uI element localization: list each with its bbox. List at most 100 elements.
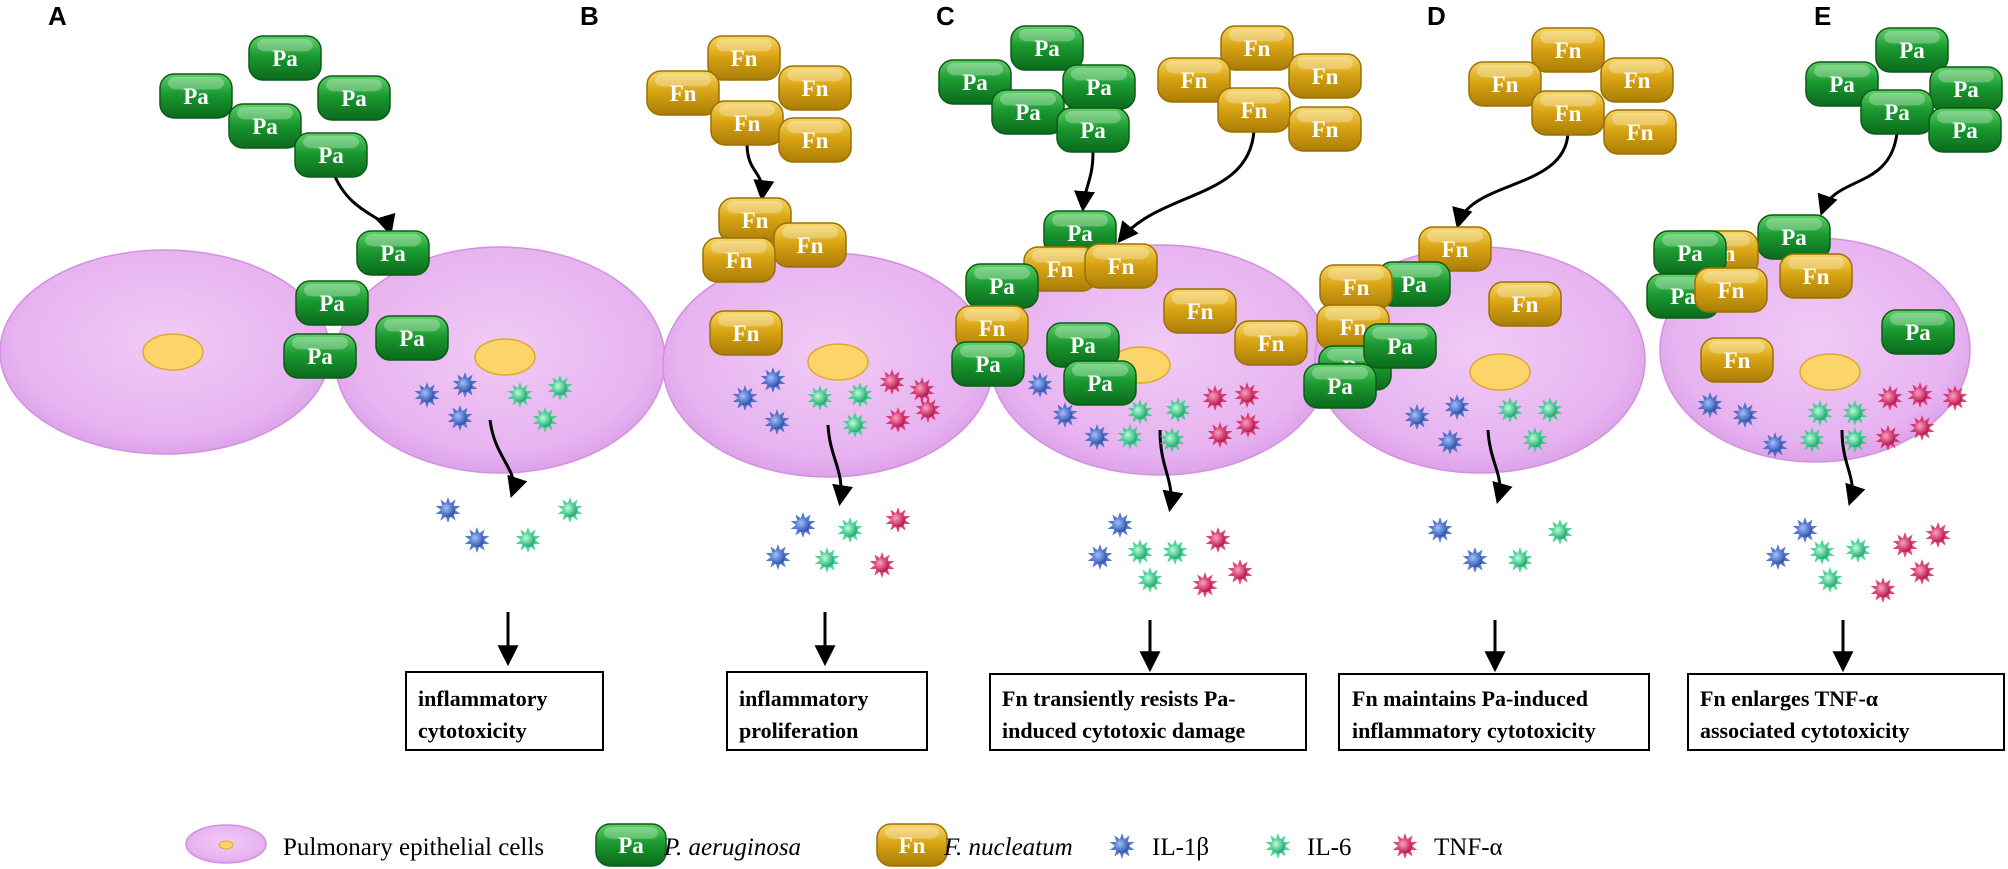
il1b-cytokine: [1792, 517, 1818, 543]
il6-cytokine: [1507, 547, 1533, 573]
bacterium-label: Fn: [1718, 278, 1745, 303]
pa-bacterium: Pa: [356, 230, 430, 276]
bacterium-label: Pa: [1781, 225, 1807, 250]
nucleus: [474, 338, 536, 376]
panel-letter-d: D: [1427, 1, 1446, 31]
tnfa-cytokine: [1202, 385, 1228, 411]
il1b-cytokine: [1107, 512, 1133, 538]
il6-cytokine: [1537, 397, 1563, 423]
bacterium-label: Pa: [318, 143, 344, 168]
pa-bacterium: Pa: [1063, 360, 1137, 406]
il6-cytokine: [847, 382, 873, 408]
outcome-b-line-1: inflammatory: [739, 686, 869, 711]
fn-bacterium: Fn: [1288, 53, 1362, 99]
il1b-cytokine: [1052, 402, 1078, 428]
legend-tnfa-label: TNF-α: [1434, 834, 1503, 861]
bacterium-label: Fn: [802, 128, 829, 153]
bacterium-label: Fn: [1312, 117, 1339, 142]
bacterium-label: Pa: [618, 833, 644, 858]
tnfa-cytokine: [1909, 415, 1935, 441]
pa-bacterium: Pa: [1929, 66, 2003, 112]
bacterium-label: Fn: [1555, 101, 1582, 126]
pa-bacterium: Pa: [1046, 322, 1120, 368]
il6-cytokine: [507, 382, 533, 408]
bacterium-label: Pa: [1070, 333, 1096, 358]
bacterium-label: Fn: [1442, 237, 1469, 262]
fn-bacterium: Fn: [702, 237, 776, 283]
fn-bacterium: Fn: [778, 65, 852, 111]
legend-il1b-label: IL-1β: [1152, 834, 1209, 861]
tnfa-cytokine: [885, 507, 911, 533]
bacterium-label: Fn: [1244, 36, 1271, 61]
pa-bacterium: Pa: [283, 333, 357, 379]
fn-bacterium: Fn: [1779, 253, 1853, 299]
pa-bacterium: Pa: [1010, 25, 1084, 71]
tnfa-cytokine: [1909, 559, 1935, 585]
outcome-c-line-1: Fn transiently resists Pa-: [1002, 686, 1236, 711]
bacterium-label: Pa: [1905, 320, 1931, 345]
legend-fn-name: F. nucleatum: [943, 834, 1073, 861]
bacterium-label: Pa: [272, 46, 298, 71]
bacterium-label: Fn: [1241, 98, 1268, 123]
tnfa-cytokine: [1877, 385, 1903, 411]
pa-bacterium: Pa: [375, 315, 449, 361]
fn-bacterium: Fn: [646, 70, 720, 116]
pa-bacterium: Pa: [1805, 61, 1879, 107]
il1b-cytokine: [1427, 517, 1453, 543]
bacterium-label: Fn: [802, 76, 829, 101]
pa-bacterium: Pa: [1043, 210, 1117, 256]
il6-cytokine: [1845, 537, 1871, 563]
bacterium-label: Fn: [797, 233, 824, 258]
fn-bacterium: Fn: [1488, 281, 1562, 327]
il6-cytokine: [1265, 833, 1291, 859]
outcome-e-line-2: associated cytotoxicity: [1700, 718, 1910, 743]
fn-bacterium: Fn: [1418, 226, 1492, 272]
fn-bacterium: Fn: [1603, 109, 1677, 155]
il1b-cytokine: [1444, 394, 1470, 420]
fn-bacterium: Fn: [1694, 267, 1768, 313]
il6-cytokine: [1165, 397, 1191, 423]
il1b-cytokine: [1087, 544, 1113, 570]
il1b-cytokine: [1404, 404, 1430, 430]
tnfa-cytokine: [885, 407, 911, 433]
pa-bacterium: Pa: [1928, 107, 2002, 153]
nucleus: [807, 343, 869, 381]
arrow-a-release: [488, 419, 528, 498]
bacterium-label: Pa: [1899, 38, 1925, 63]
cell-a-left: [0, 249, 331, 455]
pa-bacterium: Pa: [595, 823, 667, 867]
pa-bacterium: Pa: [1653, 230, 1727, 276]
bacterium-label: Pa: [341, 86, 367, 111]
arrow-layer: [331, 129, 1899, 673]
bacterium-label: Pa: [989, 274, 1015, 299]
bacterium-label: Fn: [1181, 68, 1208, 93]
arrow-c-release: [1158, 429, 1184, 513]
bacterium-label: Pa: [975, 352, 1001, 377]
il1b-cytokine: [1109, 833, 1135, 859]
pa-bacterium: Pa: [1875, 27, 1949, 73]
pa-bacterium: Pa: [159, 73, 233, 119]
fn-bacterium: Fn: [1157, 57, 1231, 103]
bacterium-label: Fn: [1624, 68, 1651, 93]
bacterium-label: Fn: [979, 316, 1006, 341]
pa-bacterium: Pa: [965, 263, 1039, 309]
il6-cytokine: [557, 497, 583, 523]
outcome-a-line-1: inflammatory: [418, 686, 548, 711]
bacterium-label: Pa: [1953, 77, 1979, 102]
tnfa-cytokine: [1192, 572, 1218, 598]
fn-bacterium: Fn: [1600, 57, 1674, 103]
bacterium-label: Fn: [1312, 64, 1339, 89]
il1b-cytokine: [452, 372, 478, 398]
fn-bacterium: Fn: [1220, 25, 1294, 71]
il1b-cytokine: [1697, 392, 1723, 418]
il6-cytokine: [547, 375, 573, 401]
bacterium-label: Fn: [733, 321, 760, 346]
pa-bacterium: Pa: [1377, 261, 1451, 307]
il6-cytokine: [814, 547, 840, 573]
tnfa-cytokine: [879, 369, 905, 395]
il1b-cytokine: [1437, 429, 1463, 455]
cell-b: [662, 252, 994, 478]
il6-cytokine: [1127, 539, 1153, 565]
bacterium-label: Fn: [1724, 348, 1751, 373]
